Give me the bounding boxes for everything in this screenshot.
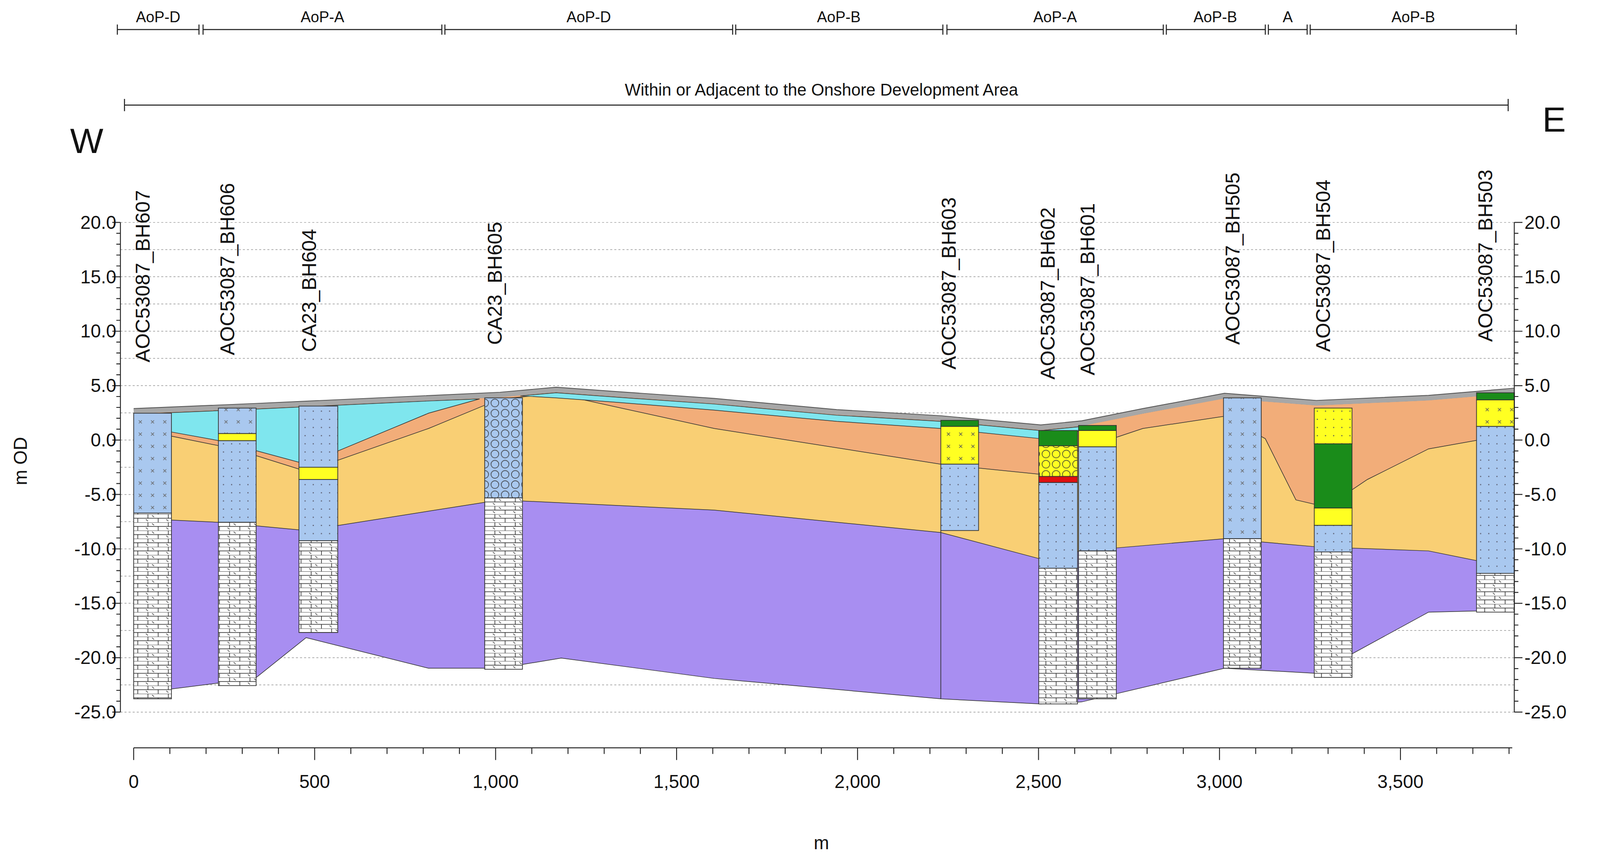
- borehole-line: [940, 530, 942, 700]
- borehole-column: [1476, 426, 1515, 574]
- area-label: AoP-B: [1391, 9, 1435, 26]
- area-label: AoP-A: [1033, 9, 1077, 26]
- borehole-column: [1314, 552, 1352, 678]
- borehole-label: AOC53087_BH606: [216, 182, 239, 356]
- borehole-column: [1476, 399, 1515, 427]
- borehole-column: [1038, 430, 1078, 447]
- borehole-columns: [133, 392, 1515, 704]
- borehole-column: [940, 426, 979, 465]
- borehole-column: [484, 497, 523, 670]
- borehole-label: AOC53087_BH504: [1312, 179, 1335, 353]
- alluvium-layer-east: [520, 392, 1082, 439]
- elevation-tick-label: -10.0: [1524, 538, 1567, 559]
- elevation-tick-label: -25.0: [1524, 702, 1567, 723]
- borehole-column: [218, 522, 257, 686]
- elevation-tick-label: -5.0: [84, 484, 117, 505]
- borehole-column: [218, 408, 257, 434]
- axis-ticks: [112, 222, 1523, 761]
- elevation-tick-label: 20.0: [1524, 212, 1561, 233]
- borehole-column: [133, 513, 172, 699]
- axis-title: m: [813, 832, 830, 854]
- direction-label: W: [70, 121, 104, 161]
- elevation-tick-label: 10.0: [1524, 321, 1561, 342]
- distance-tick-label: 1,500: [653, 771, 700, 792]
- elevation-tick-label: 15.0: [80, 266, 117, 287]
- borehole-column: [1078, 446, 1117, 551]
- borehole-column: [1038, 446, 1078, 477]
- distance-tick-label: 2,000: [834, 771, 881, 792]
- distance-tick-label: 2,500: [1015, 771, 1062, 792]
- distance-tick-label: 3,000: [1196, 771, 1243, 792]
- borehole-column: [1078, 425, 1117, 431]
- sand-layer: [133, 391, 1515, 569]
- direction-label: E: [1542, 100, 1566, 139]
- borehole-column: [1223, 538, 1262, 669]
- area-label: AoP-A: [300, 9, 345, 26]
- borehole-label: CA23_BH605: [483, 221, 506, 345]
- elevation-tick-label: 20.0: [80, 212, 117, 233]
- borehole-label: AOC53087_BH607: [131, 189, 154, 363]
- borehole-column: [1038, 476, 1078, 483]
- borehole-label: AOC53087_BH603: [938, 197, 961, 370]
- distance-tick-label: 3,500: [1377, 771, 1424, 792]
- borehole-column: [1314, 508, 1352, 526]
- borehole-column: [1314, 443, 1352, 509]
- elevation-tick-label: -5.0: [1524, 484, 1557, 505]
- borehole-column: [218, 433, 257, 441]
- borehole-column: [1038, 568, 1078, 705]
- elevation-tick-label: -20.0: [74, 647, 117, 668]
- elevation-tick-label: 0.0: [90, 430, 117, 451]
- borehole-column: [1038, 482, 1078, 568]
- borehole-column: [298, 406, 338, 468]
- borehole-column: [218, 440, 257, 523]
- borehole-label: CA23_BH604: [298, 228, 321, 353]
- area-label: AoP-D: [566, 9, 612, 26]
- elevation-tick-label: 5.0: [90, 375, 117, 396]
- borehole-column: [298, 540, 338, 633]
- borehole-column: [1078, 430, 1117, 447]
- area-bars: [117, 24, 1517, 112]
- elevation-tick-label: 15.0: [1524, 266, 1561, 287]
- elevation-tick-label: 0.0: [1524, 430, 1551, 451]
- area-extent-label: Within or Adjacent to the Onshore Develo…: [624, 80, 1018, 99]
- borehole-column: [940, 420, 979, 427]
- elevation-tick-label: 10.0: [80, 321, 117, 342]
- distance-tick-label: 500: [299, 771, 330, 792]
- borehole-label: AOC53087_BH503: [1474, 169, 1497, 343]
- area-label: A: [1282, 9, 1293, 26]
- elevation-tick-label: -15.0: [1524, 593, 1567, 614]
- axis-title: m OD: [10, 437, 31, 486]
- strata: [133, 391, 1515, 705]
- borehole-column: [1314, 408, 1352, 444]
- distance-tick-label: 1,000: [472, 771, 519, 792]
- area-label: AoP-D: [135, 9, 181, 26]
- borehole-column: [484, 397, 523, 498]
- bedrock-layer: [133, 391, 1515, 705]
- elevation-tick-label: -15.0: [74, 593, 117, 614]
- borehole-column: [1223, 397, 1262, 539]
- elevation-tick-label: 5.0: [1524, 375, 1551, 396]
- borehole-column: [1476, 392, 1515, 400]
- elevation-tick-label: -20.0: [1524, 647, 1567, 668]
- borehole-column: [298, 479, 338, 541]
- borehole-column: [1078, 550, 1117, 699]
- distance-tick-label: 0: [128, 771, 139, 792]
- axes: [112, 222, 1523, 761]
- area-label: AoP-B: [816, 9, 861, 26]
- borehole-column: [298, 467, 338, 480]
- grid-lines: [120, 222, 1515, 713]
- ground-surface: [133, 387, 1515, 426]
- area-label: AoP-B: [1193, 9, 1237, 26]
- borehole-column: [133, 413, 172, 514]
- borehole-label: AOC53087_BH601: [1076, 203, 1100, 376]
- elevation-tick-label: -25.0: [74, 702, 117, 723]
- borehole-label: AOC53087_BH505: [1221, 172, 1244, 345]
- elevation-tick-label: -10.0: [74, 538, 117, 559]
- borehole-column: [940, 464, 979, 531]
- borehole-label: AOC53087_BH602: [1037, 207, 1060, 380]
- borehole-column: [1476, 573, 1515, 612]
- borehole-column: [1314, 525, 1352, 553]
